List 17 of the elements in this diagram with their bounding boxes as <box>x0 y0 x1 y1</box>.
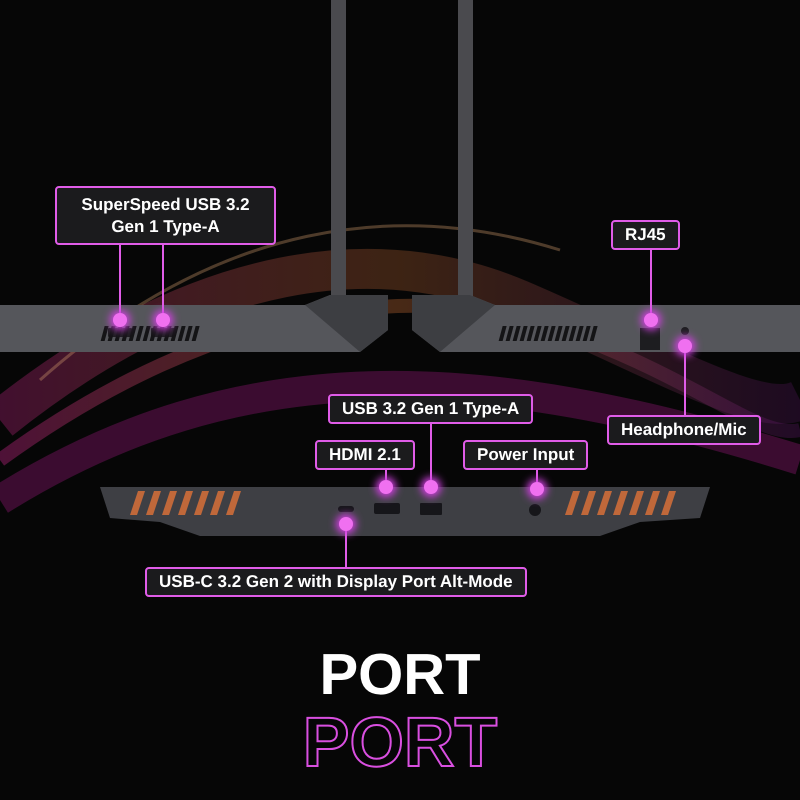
leader-line <box>684 353 686 415</box>
port-label: Power Input <box>477 444 574 466</box>
port-label: HDMI 2.1 <box>329 444 401 466</box>
leader-line <box>345 531 347 567</box>
port-label: SuperSpeed USB 3.2 Gen 1 Type-A <box>80 194 251 238</box>
heading-text: PORT <box>318 645 482 705</box>
leader-line <box>162 245 164 313</box>
leader-line <box>536 470 538 482</box>
port-label: Headphone/Mic <box>621 419 747 441</box>
outlined-heading-text: PORT <box>302 706 498 778</box>
leader-line <box>385 470 387 480</box>
port-label: USB 3.2 Gen 1 Type-A <box>342 398 520 420</box>
port-label: USB-C 3.2 Gen 2 with Display Port Alt-Mode <box>159 571 513 593</box>
leader-line <box>650 250 652 313</box>
leader-line <box>430 424 432 480</box>
leader-line <box>119 245 121 313</box>
port-label: RJ45 <box>625 224 666 246</box>
